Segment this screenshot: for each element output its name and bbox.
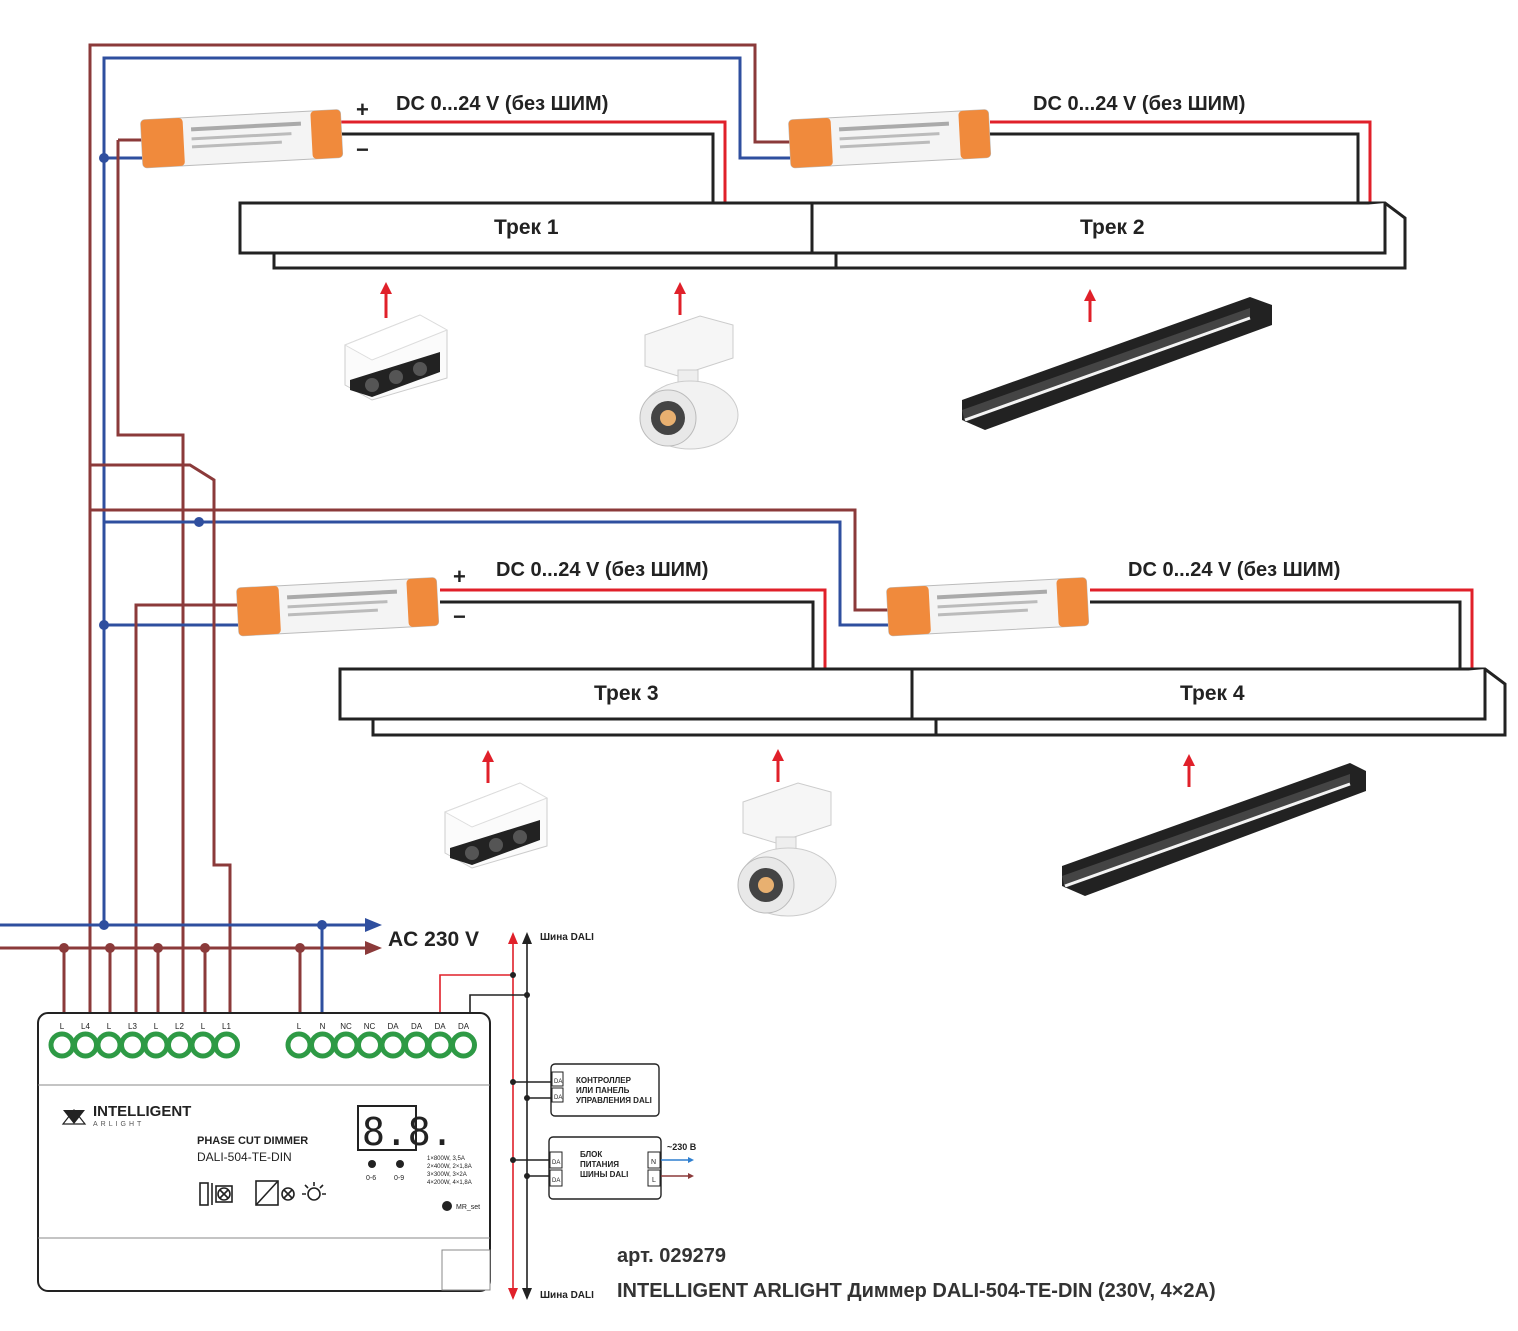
dc-label-4: DC 0...24 V (без ШИМ) <box>1128 559 1340 581</box>
psu-line-3: ШИНЫ DALI <box>580 1170 628 1179</box>
wires-bottom <box>88 463 890 1015</box>
button-right[interactable] <box>396 1160 404 1168</box>
dimmer-type: PHASE CUT DIMMER <box>197 1135 308 1147</box>
terminal-left-label-5: L <box>154 1022 159 1031</box>
psu-pin-da-2: DA <box>552 1178 560 1184</box>
terminal-right-label-3: NC <box>340 1022 352 1031</box>
ac-mains <box>0 918 382 1015</box>
dali-dimmer-unit <box>37 1012 491 1292</box>
insert-arrows <box>380 282 1195 787</box>
track-4 <box>910 667 1507 737</box>
terminal-left-label-7: L <box>201 1022 206 1031</box>
terminal-right-label-1: L <box>297 1022 302 1031</box>
dali-bus-label-top: Шина DALI <box>540 932 594 943</box>
article-number: арт. 029279 <box>617 1245 726 1267</box>
terminal-right-label-6: DA <box>411 1022 423 1031</box>
dali-controller-box <box>550 1063 660 1117</box>
track-1-label: Трек 1 <box>494 216 559 239</box>
track-4-label: Трек 4 <box>1180 682 1245 705</box>
terminal-right-label-5: DA <box>387 1022 399 1031</box>
spec-line-2: 2×400W, 2×1,8A <box>427 1164 472 1170</box>
button-left[interactable] <box>368 1160 376 1168</box>
spec-line-3: 3×300W, 3×2A <box>427 1172 467 1178</box>
reset-label: MR_set <box>456 1204 480 1211</box>
dc-label-2: DC 0...24 V (без ШИМ) <box>1033 93 1245 115</box>
brand-name: INTELLIGENT <box>93 1103 191 1120</box>
track-2-label: Трек 2 <box>1080 216 1145 239</box>
dimmer-model: DALI-504-TE-DIN <box>197 1150 292 1164</box>
terminal-right-label-4: NC <box>364 1022 376 1031</box>
psu-pin-n: N <box>651 1159 656 1166</box>
ac-voltage-label: AC 230 V <box>388 928 479 951</box>
psu-pin-l: L <box>652 1177 656 1184</box>
dc-label-1: DC 0...24 V (без ШИМ) <box>396 93 608 115</box>
dimmer-symbols-icon <box>199 1180 326 1206</box>
led-driver-2 <box>788 109 992 169</box>
spec-line-4: 4×200W, 4×1,8A <box>427 1180 472 1186</box>
spot-module-fixture-4 <box>443 782 549 869</box>
product-title: INTELLIGENT ARLIGHT Диммер DALI-504-TE-D… <box>617 1280 1216 1302</box>
dali-bus <box>439 932 552 1300</box>
terminal-block-left <box>48 1031 240 1059</box>
spotlight-fixture-2 <box>639 315 739 450</box>
terminal-left-label-8: L1 <box>222 1022 231 1031</box>
terminal-left-label-2: L4 <box>81 1022 90 1031</box>
dali-bus-label-bottom: Шина DALI <box>540 1290 594 1301</box>
plus-sign-3: + <box>453 564 466 589</box>
linear-fixture-6 <box>1062 763 1366 896</box>
spot-module-fixture-1 <box>343 314 449 401</box>
led-driver-4 <box>886 577 1090 637</box>
dc-wires <box>340 120 1474 668</box>
led-driver-3 <box>236 577 440 637</box>
terminal-right-screw-8 <box>450 1031 477 1059</box>
psu-mains-arrows <box>661 1157 694 1179</box>
minus-sign-1: − <box>356 137 369 162</box>
terminal-block-right <box>285 1031 477 1059</box>
psu-line-1: БЛОК <box>580 1150 602 1159</box>
terminal-right-label-8: DA <box>458 1022 470 1031</box>
psu-line-2: ПИТАНИЯ <box>580 1160 619 1169</box>
reset-button[interactable] <box>442 1201 452 1211</box>
dali-junctions <box>510 972 530 1179</box>
track-3-label: Трек 3 <box>594 682 659 705</box>
terminal-left-label-6: L2 <box>175 1022 184 1031</box>
controller-line-1: КОНТРОЛЛЕР <box>576 1076 632 1085</box>
controller-pin-2: DA <box>554 1095 562 1101</box>
led-driver-1 <box>140 109 344 169</box>
spotlight-fixture-5 <box>737 782 837 917</box>
wires-top <box>88 43 790 1015</box>
controller-line-2: ИЛИ ПАНЕЛЬ <box>576 1086 630 1095</box>
controller-line-3: УПРАВЛЕНИЯ DALI <box>576 1096 652 1105</box>
psu-pin-da-1: DA <box>552 1160 560 1166</box>
plus-sign-1: + <box>356 97 369 122</box>
minus-sign-3: − <box>453 604 466 629</box>
spec-line-1: 1×800W, 3,5A <box>427 1156 465 1162</box>
intelligent-logo-icon <box>61 1109 87 1125</box>
ac-junctions <box>59 943 305 953</box>
brand-sub: ARLIGHT <box>93 1121 144 1128</box>
terminal-right-label-2: N <box>320 1022 326 1031</box>
dc-label-3: DC 0...24 V (без ШИМ) <box>496 559 708 581</box>
terminal-left-label-3: L <box>107 1022 112 1031</box>
button-right-label: 0-9 <box>394 1175 404 1182</box>
dali-psu-box <box>548 1136 662 1200</box>
track-2 <box>810 201 1407 270</box>
terminal-left-label-4: L3 <box>128 1022 137 1031</box>
segment-display <box>357 1105 417 1151</box>
display-digits: 8.8. <box>362 1110 454 1154</box>
terminal-right-label-7: DA <box>434 1022 446 1031</box>
terminal-left-label-1: L <box>60 1022 65 1031</box>
button-left-label: 0-6 <box>366 1175 376 1182</box>
psu-voltage: ~230 В <box>667 1142 697 1152</box>
linear-fixture-3 <box>962 297 1272 430</box>
terminal-left-screw-8 <box>213 1031 240 1059</box>
terminal-labels: L L4 L L3 L L2 L L1 L N NC NC DA DA DA DA <box>60 1022 470 1031</box>
controller-pin-1: DA <box>554 1079 562 1085</box>
